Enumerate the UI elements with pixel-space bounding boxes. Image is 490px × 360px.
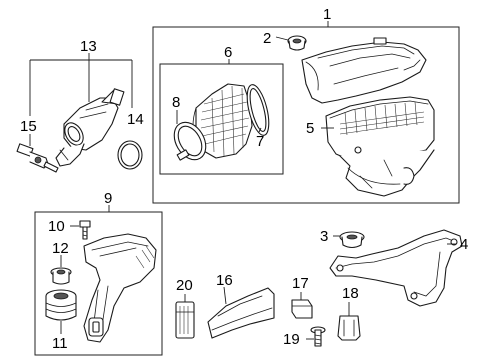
- temp-sensor-part-15: [16, 143, 59, 173]
- bellows-mount-part-11: [45, 289, 77, 321]
- bracket-part-4: [329, 229, 463, 307]
- duct-bellows: [200, 85, 250, 157]
- callout-2: 2: [263, 30, 271, 47]
- filter-pad-part-20: [175, 301, 195, 339]
- o-ring-part-14: [117, 140, 143, 170]
- callout-8: 8: [172, 94, 180, 111]
- callout-6: 6: [224, 44, 232, 61]
- callout-14: 14: [127, 111, 144, 128]
- callout-20: 20: [176, 277, 193, 294]
- rubber-block-part-17: [291, 299, 313, 319]
- bolt-part-10: [79, 220, 91, 240]
- callout-3a: 3: [320, 228, 328, 245]
- seal-ring-part-7: [246, 84, 270, 136]
- callout-17: 17: [292, 275, 309, 292]
- intake-duct-subgroup-frame: [159, 63, 284, 175]
- callout-5: 5: [306, 120, 314, 137]
- air-cleaner-cover: [301, 37, 427, 104]
- grommet-part-3a: [339, 231, 365, 249]
- callout-11: 11: [52, 335, 68, 352]
- callout-12: 12: [52, 240, 69, 257]
- resonator-duct: [83, 233, 157, 343]
- callout-10: 10: [48, 218, 65, 235]
- leader-16: [223, 286, 227, 305]
- callout-19: 19: [283, 331, 300, 348]
- hose-clamp-part-8: [173, 121, 207, 161]
- callout-1: 1: [323, 6, 331, 23]
- seal-strip-part-16: [207, 287, 275, 339]
- air-cleaner-group-frame: [152, 26, 460, 204]
- filter-pleats: [339, 101, 425, 136]
- screw-part-19: [310, 326, 326, 347]
- callout-15: 15: [20, 118, 37, 135]
- maf-sensor-part-13: [55, 88, 125, 167]
- callout-9: 9: [104, 190, 112, 207]
- callout-7: 7: [256, 133, 264, 150]
- grommet-part-12: [50, 267, 72, 285]
- callout-4: 4: [460, 236, 468, 253]
- grommet-part-2: [287, 35, 307, 51]
- callout-16: 16: [216, 272, 233, 289]
- callout-13: 13: [80, 38, 97, 55]
- resonator-group-frame: [34, 211, 163, 356]
- intake-duct-part-6: [192, 83, 253, 159]
- leader-2: [275, 36, 289, 41]
- leader-7: [258, 127, 262, 133]
- clip-part-18: [337, 315, 361, 341]
- callout-18: 18: [342, 285, 359, 302]
- air-filter-housing: [325, 96, 435, 197]
